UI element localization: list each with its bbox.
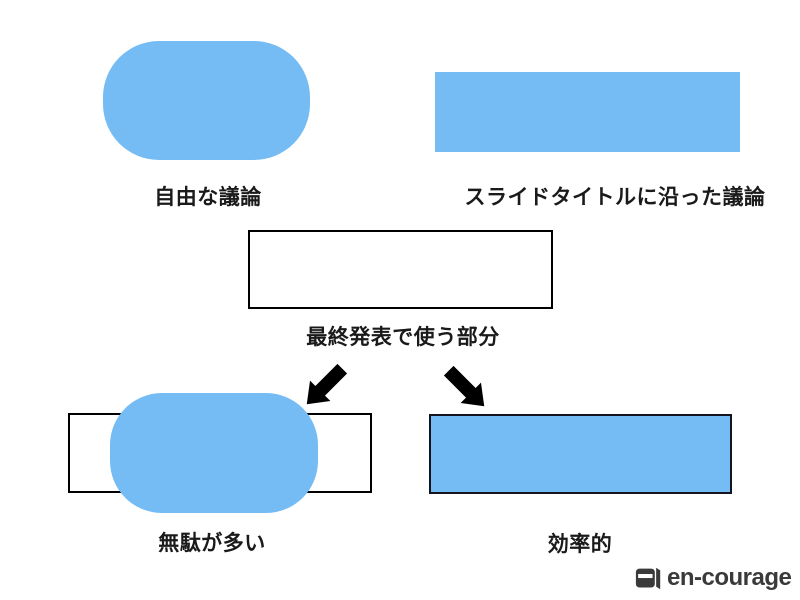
free-discussion-shape: [103, 41, 310, 160]
arrow-down-left-icon: [306, 363, 348, 405]
wasteful-overlay-shape: [110, 393, 318, 513]
arrow-down-right-icon: [443, 365, 485, 407]
logo-text: en-courage: [667, 564, 792, 591]
titled-discussion-shape: [435, 72, 740, 152]
final-presentation-part-shape: [248, 230, 553, 309]
efficient-label: 効率的: [547, 533, 613, 556]
final-presentation-part-label: 最終発表で使う部分: [306, 326, 500, 349]
wasteful-label: 無駄が多い: [158, 532, 266, 555]
efficient-shape: [429, 414, 732, 494]
titled-discussion-label: スライドタイトルに沿った議論: [464, 186, 766, 209]
footer-logo: en-courage: [635, 564, 792, 592]
free-discussion-label: 自由な議論: [154, 186, 262, 209]
book-icon: [635, 567, 661, 589]
